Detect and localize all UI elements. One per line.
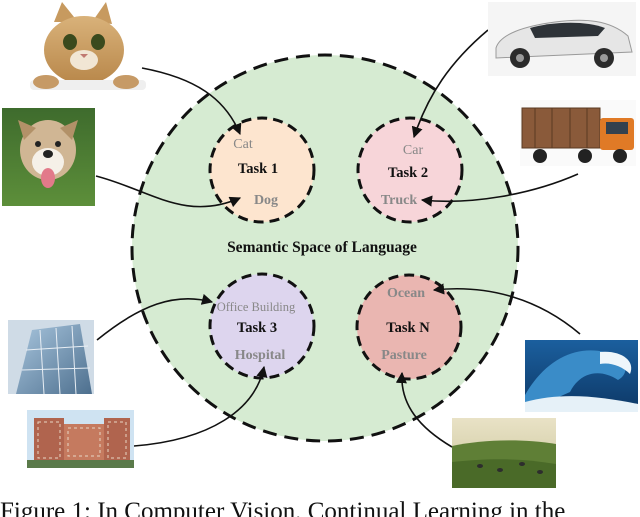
arrow-cat-to-task-1 [141, 67, 242, 136]
office-building-photo-icon [8, 320, 94, 395]
ocean-wave-photo-icon [525, 340, 638, 412]
cat-photo-icon [30, 2, 146, 90]
pasture-photo-icon [452, 418, 556, 488]
task-1-top-label: Cat [233, 137, 253, 152]
arrow-office-to-task-3 [96, 293, 214, 341]
task-n-top-label: Ocean [387, 286, 425, 301]
task-2-bottom-label: Truck [381, 193, 418, 208]
arrow-dog-to-task-1 [95, 175, 242, 208]
task-3-name: Task 3 [237, 320, 277, 336]
task-3-circle: Office Building Task 3 Hospital [208, 272, 316, 380]
task-3-top-label: Office Building [217, 300, 296, 314]
truck-photo-icon [520, 100, 636, 166]
task-1-bottom-label: Dog [254, 193, 278, 208]
semantic-space-label: Semantic Space of Language [227, 239, 417, 256]
task-1-circle: Cat Task 1 Dog [208, 116, 316, 224]
task-2-name: Task 2 [388, 165, 428, 181]
task-n-bottom-label: Pasture [381, 348, 427, 363]
figure-caption: Figure 1: In Computer Vision, Continual … [0, 498, 566, 517]
task-n-circle: Ocean Task N Pasture [355, 273, 463, 381]
task-n-name: Task N [386, 320, 430, 336]
arrow-hospital-to-task-3 [133, 365, 268, 447]
task-2-top-label: Car [403, 143, 424, 158]
arrow-car-to-task-2 [411, 29, 489, 139]
hospital-photo-icon [27, 410, 134, 468]
arrow-ocean-to-task-n [432, 283, 581, 335]
arrow-pasture-to-task-n [395, 371, 453, 448]
car-photo-icon [488, 2, 636, 76]
arrow-truck-to-task-2 [420, 173, 579, 207]
task-2-circle: Car Task 2 Truck [356, 116, 464, 224]
task-1-name: Task 1 [238, 161, 278, 177]
task-3-bottom-label: Hospital [235, 348, 286, 363]
dog-photo-icon [2, 108, 95, 206]
